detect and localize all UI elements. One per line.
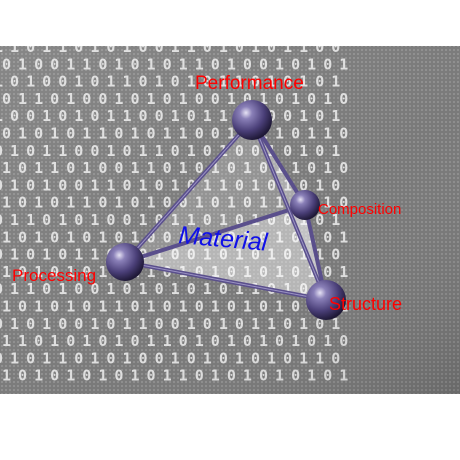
label-structure: Structure bbox=[329, 294, 402, 314]
vertex-sphere-performance bbox=[232, 100, 272, 140]
edge-processing-composition bbox=[123, 203, 307, 264]
vertex-sphere-processing bbox=[106, 243, 144, 281]
vertex-sphere-structure bbox=[306, 280, 346, 320]
background-shading bbox=[0, 46, 460, 394]
label-composition: Composition bbox=[318, 201, 401, 218]
label-performance: Performance bbox=[195, 73, 304, 94]
binary-background: 1 1 0 1 1 0 1 0 1 0 0 1 1 0 1 0 1 0 1 1 … bbox=[0, 46, 460, 394]
face-bottom bbox=[125, 205, 326, 300]
face-left bbox=[125, 120, 305, 262]
label-processing: Processing bbox=[12, 266, 96, 285]
tetrahedron-vertices bbox=[106, 100, 346, 320]
vertex-labels: Performance Composition Processing Struc… bbox=[12, 73, 402, 314]
vertex-sphere-composition bbox=[290, 190, 320, 220]
